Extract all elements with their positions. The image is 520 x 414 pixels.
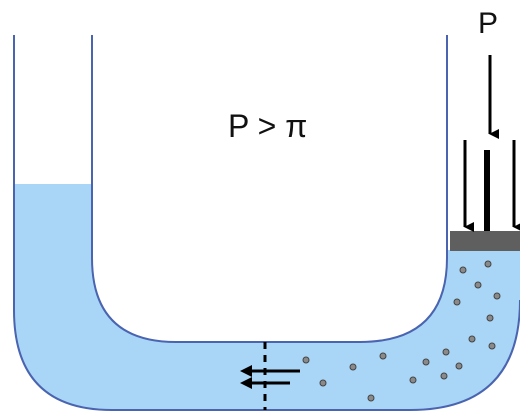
solute-particle (493, 292, 501, 300)
solute-particle (474, 281, 482, 289)
solute-particle (442, 348, 450, 356)
u-tube-inner-wall (91, 35, 448, 343)
condition-label: P > π (228, 108, 307, 144)
solute-particle (488, 342, 496, 350)
flow-arrow-icon (240, 365, 300, 377)
solute-particle (409, 376, 417, 384)
solute-particle (367, 394, 375, 402)
solute-particle (379, 352, 387, 360)
solute-particle (455, 362, 463, 370)
solute-particle (302, 356, 310, 364)
solute-particles (302, 260, 501, 402)
pressure-label: P (478, 7, 498, 40)
solute-particle (468, 335, 476, 343)
solute-particle (422, 358, 430, 366)
solute-particle (484, 260, 492, 268)
solute-particle (440, 372, 448, 380)
solute-particle (319, 379, 327, 387)
u-tube-outer-wall (13, 35, 520, 411)
solute-particle (349, 363, 357, 371)
flow-arrow-icon (240, 377, 290, 389)
solute-particle (453, 298, 461, 306)
solute-particle (486, 314, 494, 322)
solution-fill (14, 184, 520, 410)
solute-particle (459, 266, 467, 274)
piston (450, 231, 520, 251)
